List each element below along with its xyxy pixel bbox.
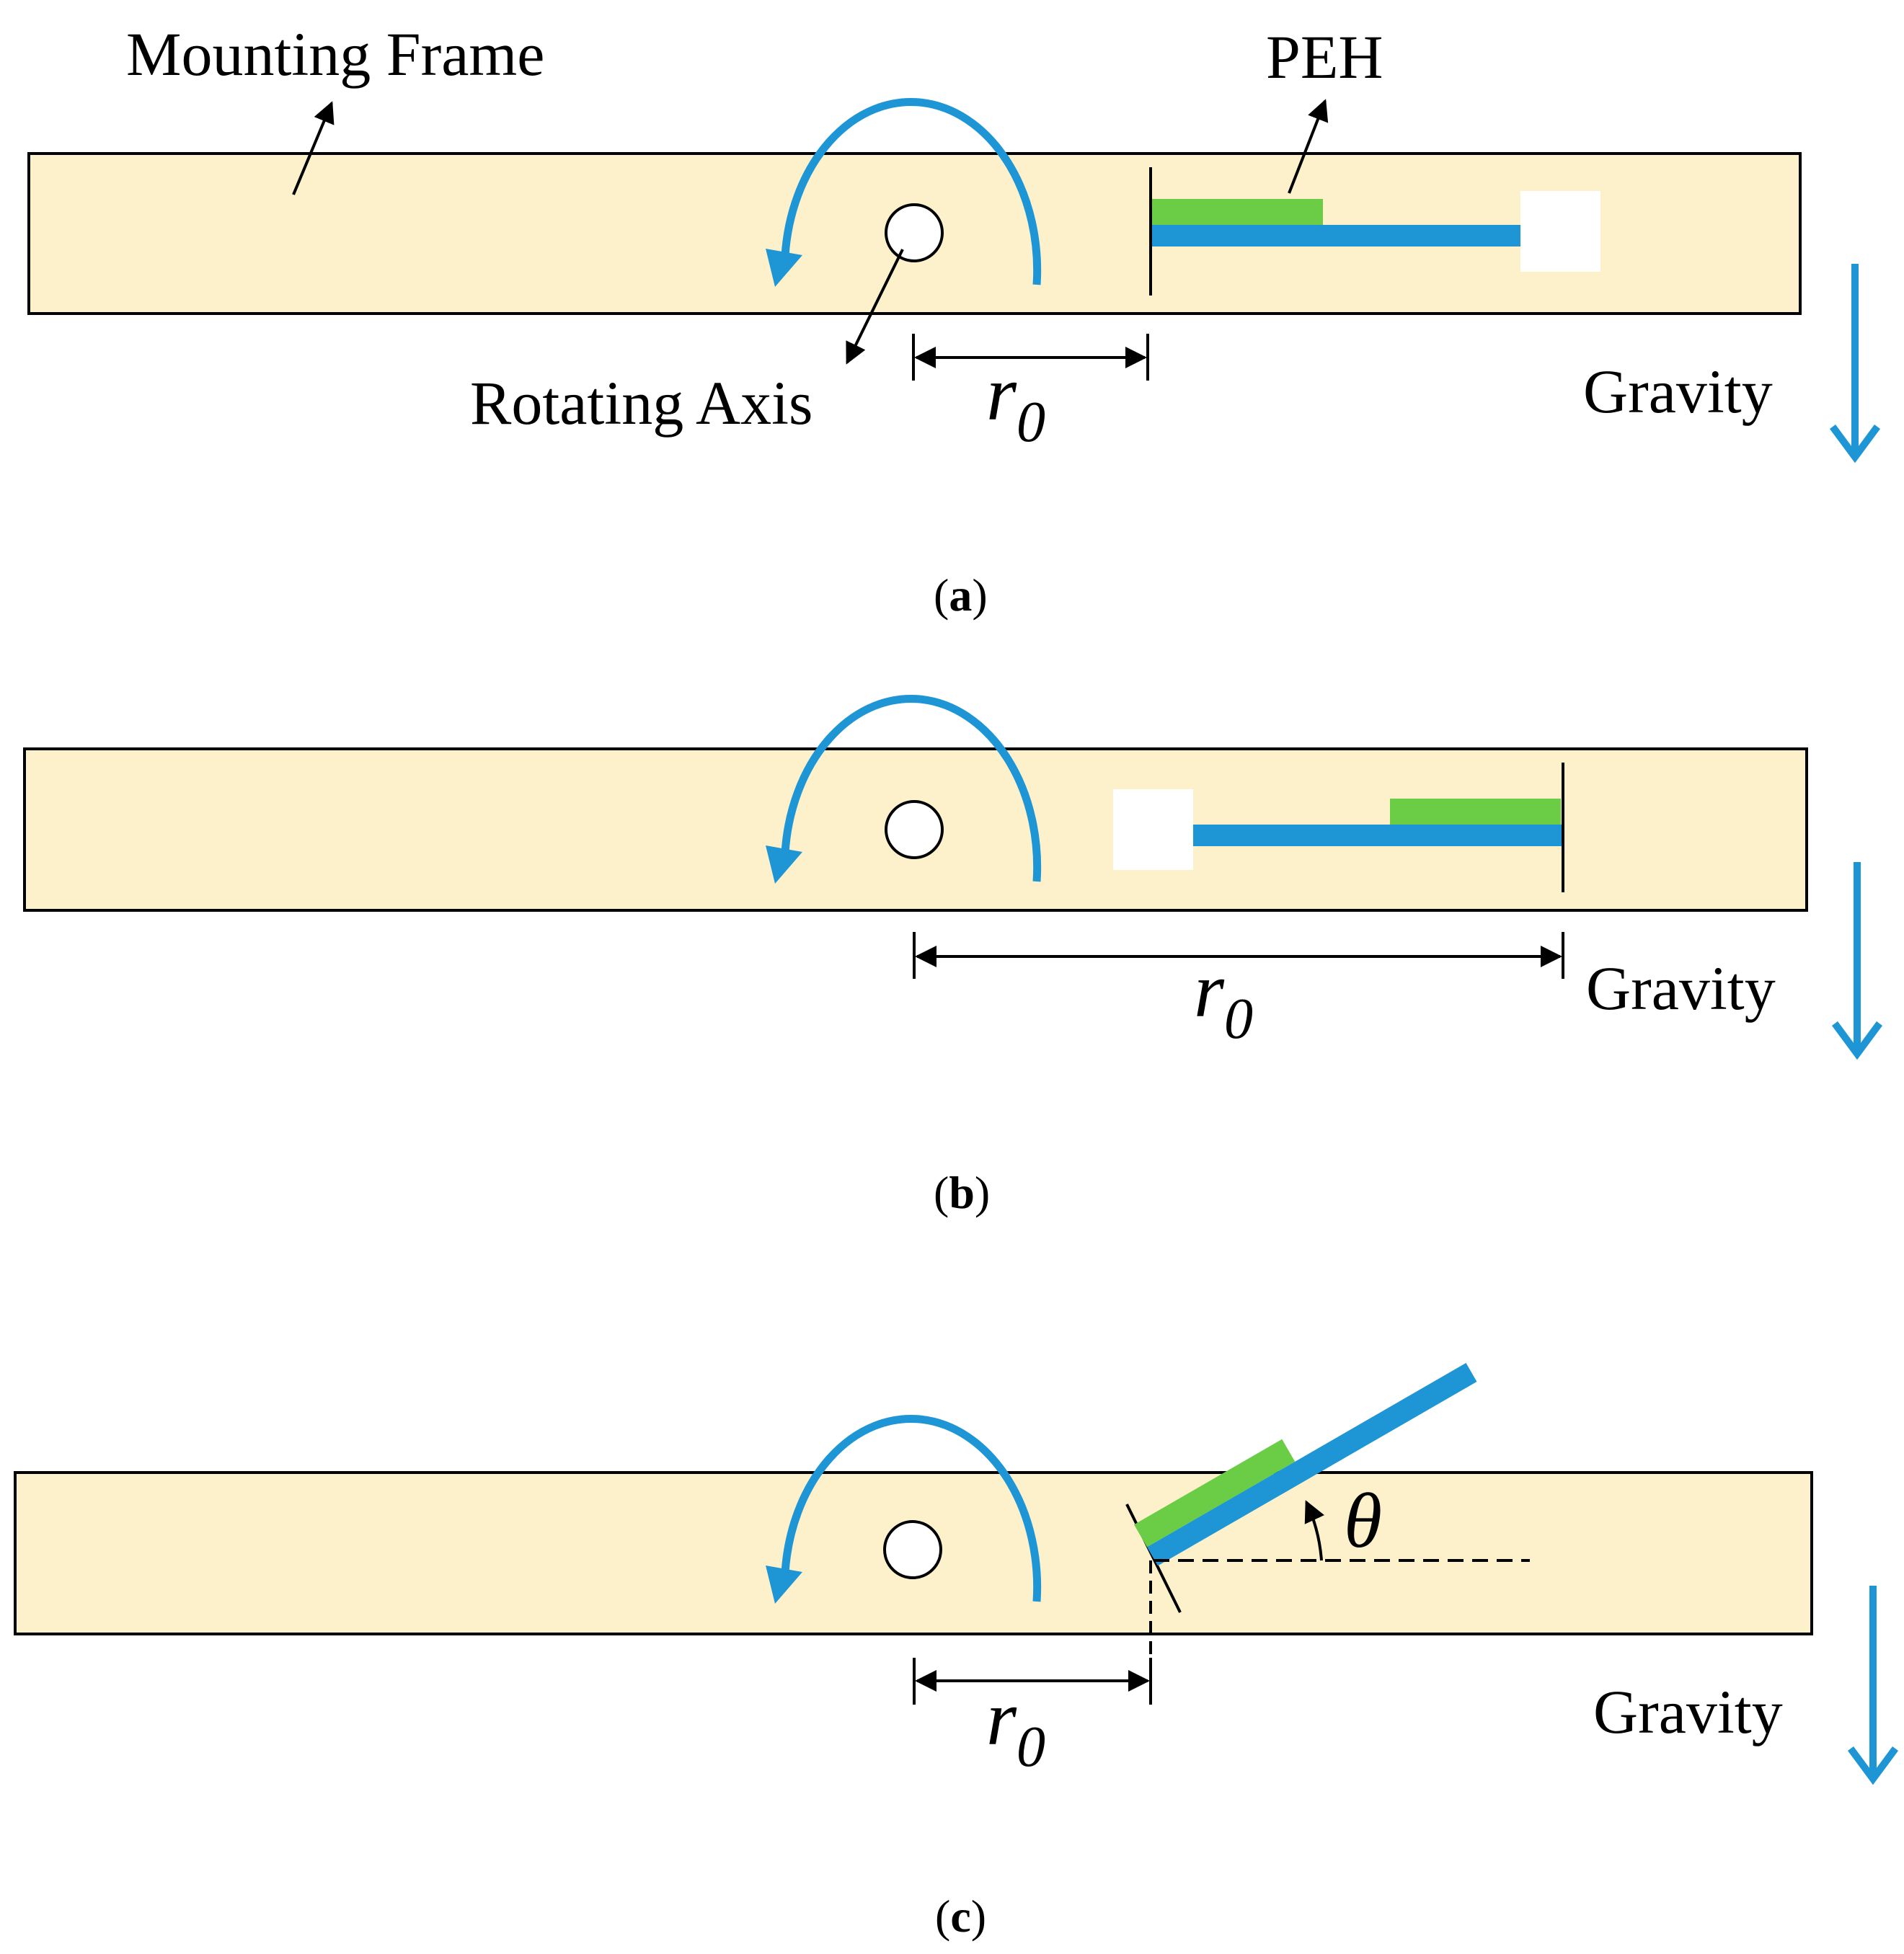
gravity-label: Gravity (1586, 954, 1776, 1023)
gravity-label: Gravity (1593, 1677, 1783, 1746)
rotation-arrow-icon (766, 695, 1042, 884)
piezo-layer (1152, 199, 1323, 225)
rotating-axis (885, 203, 944, 262)
r0-dimension (912, 334, 1149, 381)
pointer-arrow-icon (846, 249, 904, 365)
r0-dimension (913, 932, 1564, 979)
tip-mass (1520, 191, 1600, 272)
rotation-arrow-icon (766, 98, 1042, 287)
theta-label: θ (1344, 1478, 1382, 1564)
gravity-arrow-icon (1829, 264, 1881, 463)
tip-mass (1113, 789, 1193, 870)
pointer-arrow-icon (1288, 99, 1329, 194)
piezo-energy-harvester: Mt (1125, 1297, 1562, 1613)
panel-a-caption: (a) (934, 569, 988, 621)
peh-label: PEH (1266, 22, 1383, 92)
piezo-layer (1390, 799, 1561, 825)
panel-c-caption: (c) (935, 1891, 986, 1942)
piezo-energy-harvester: Mt (1149, 167, 1600, 296)
gravity-label: Gravity (1583, 357, 1773, 426)
panel-b: Mt r0 Gravity (b) (23, 695, 1883, 1218)
rotating-axis (883, 1520, 942, 1579)
r0-dimension (913, 1658, 1152, 1705)
panel-c: Mt θ r0 Gravity (c) (14, 1297, 1899, 1942)
tip-mass-label: Mt (1533, 205, 1573, 252)
angle-arc (1304, 1500, 1324, 1561)
piezo-layer (1134, 1439, 1296, 1547)
gravity-arrow-icon (1831, 862, 1883, 1060)
gravity-arrow-icon (1847, 1586, 1899, 1785)
r0-label: r0 (986, 351, 1045, 454)
rotating-axis (885, 800, 944, 859)
rotating-axis-label: Rotating Axis (470, 368, 812, 438)
r0-label: r0 (986, 1676, 1045, 1779)
piezo-energy-harvester: Mt (1113, 763, 1564, 892)
tip-mass (1451, 1297, 1562, 1408)
tip-mass-label: Mt (1126, 804, 1166, 851)
mounting-frame-label: Mounting Frame (126, 19, 544, 89)
pointer-arrow-icon (292, 101, 335, 195)
rotation-arrow-icon (766, 1415, 1042, 1604)
r0-label: r0 (1194, 948, 1253, 1051)
cantilever-beam (1147, 1362, 1477, 1566)
panel-b-caption: (b) (934, 1167, 990, 1218)
cantilever-beam (1193, 825, 1562, 846)
panel-a: Mt Mounting Frame PEH Rotating Axis r0 G… (27, 19, 1881, 621)
cantilever-beam (1152, 225, 1520, 247)
